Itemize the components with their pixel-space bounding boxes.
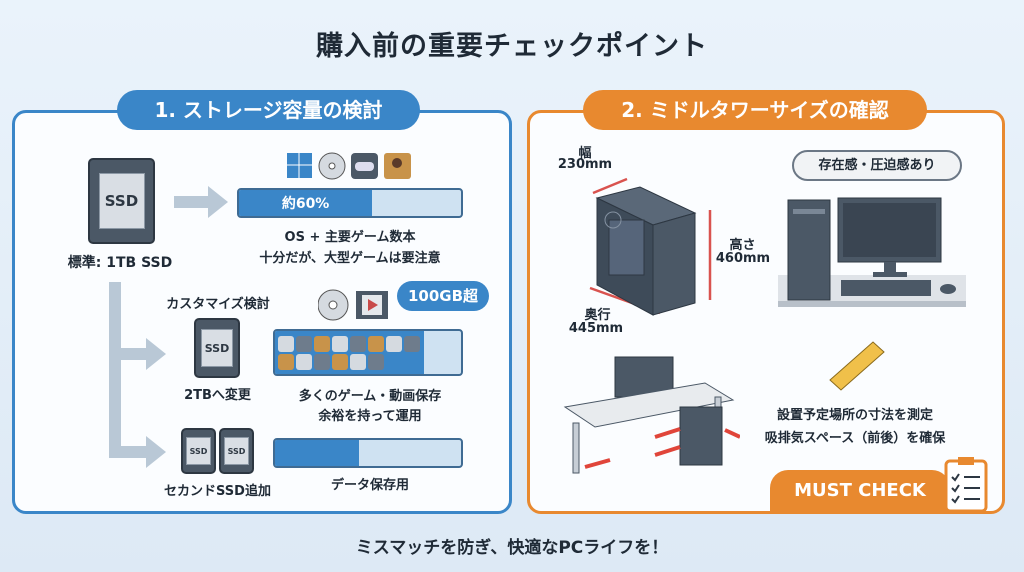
desk-airflow-illustration	[563, 356, 740, 474]
desk-pc-illustration	[778, 197, 966, 307]
upgrade-line2: 余裕を持って運用	[318, 409, 422, 424]
storage-header: 1. ストレージ容量の検討	[117, 90, 420, 130]
gamepad-icon	[351, 153, 378, 179]
footer-text: ミスマッチを防ぎ、快適なPCライフを！	[355, 538, 669, 558]
pc-case-illustration	[589, 177, 712, 316]
second-label: セカンドSSD追加	[164, 484, 271, 499]
ssd-1tb-icon: SSD	[88, 158, 155, 244]
media-thumb-icon	[368, 353, 384, 370]
ssd-2tb-icon: SSD	[194, 318, 240, 378]
note-line1: 設置予定場所の寸法を測定	[776, 408, 933, 423]
width-value: 230mm	[557, 157, 613, 172]
usage-bar-fill: 約60%	[239, 190, 373, 216]
media-thumb-icon	[296, 353, 312, 370]
media-thumb-icon	[386, 335, 402, 352]
app-icons	[287, 152, 411, 180]
upgrade-line1: 多くのゲーム・動画保存	[298, 389, 442, 404]
second-ssd-icon-a: SSD	[181, 428, 216, 474]
depth-label: 奥行	[584, 308, 611, 323]
second-bar	[273, 438, 463, 468]
upgrade-bar-fill	[275, 331, 424, 374]
page-title: 購入前の重要チェックポイント	[316, 31, 708, 62]
ruler-icon	[829, 341, 885, 391]
presence-bubble: 存在感・圧迫感あり	[792, 150, 962, 181]
media-thumb-icon	[278, 335, 294, 352]
media-thumb-icon	[314, 353, 330, 370]
media-thumb-icon	[350, 335, 366, 352]
media-thumb-icon	[350, 353, 366, 370]
width-label: 幅	[578, 146, 592, 161]
second-ssd-icon-b: SSD	[219, 428, 254, 474]
media-thumb-icon	[368, 335, 384, 352]
must-check-badge: MUST CHECK	[770, 470, 950, 512]
usage-line2: 十分だが、大型ゲームは要注意	[259, 251, 441, 266]
branch-connector	[109, 282, 166, 468]
standard-label: 標準: 1TB SSD	[67, 255, 173, 271]
media-thumb-icon	[332, 353, 348, 370]
second-caption: データ保存用	[330, 478, 409, 493]
upgrade-label: 2TBへ変更	[184, 388, 251, 403]
disc-icon	[318, 152, 346, 180]
usage-line1: OS + 主要ゲーム数本	[284, 230, 416, 245]
height-label: 高さ	[729, 238, 756, 253]
customize-label: カスタマイズ検討	[166, 297, 270, 312]
second-bar-fill	[275, 440, 359, 466]
size-bubble: 100GB超	[397, 281, 489, 311]
arrow-right-icon	[174, 186, 228, 218]
media-thumb-icon	[404, 335, 420, 352]
note-line2: 吸排気スペース（前後）を確保	[764, 431, 946, 446]
height-value: 460mm	[715, 251, 771, 266]
media-thumb-icon	[314, 335, 330, 352]
game-cover-icon	[384, 153, 411, 179]
clipboard-checklist-icon	[944, 457, 988, 513]
media-thumb-icon	[296, 335, 312, 352]
usage-bar: 約60%	[237, 188, 463, 218]
windows-icon	[287, 153, 312, 178]
media-thumb-icon	[278, 353, 294, 370]
media-icons	[318, 289, 388, 321]
depth-value: 445mm	[568, 321, 624, 336]
size-header: 2. ミドルタワーサイズの確認	[583, 90, 927, 130]
media-thumb-icon	[332, 335, 348, 352]
upgrade-bar	[273, 329, 463, 376]
